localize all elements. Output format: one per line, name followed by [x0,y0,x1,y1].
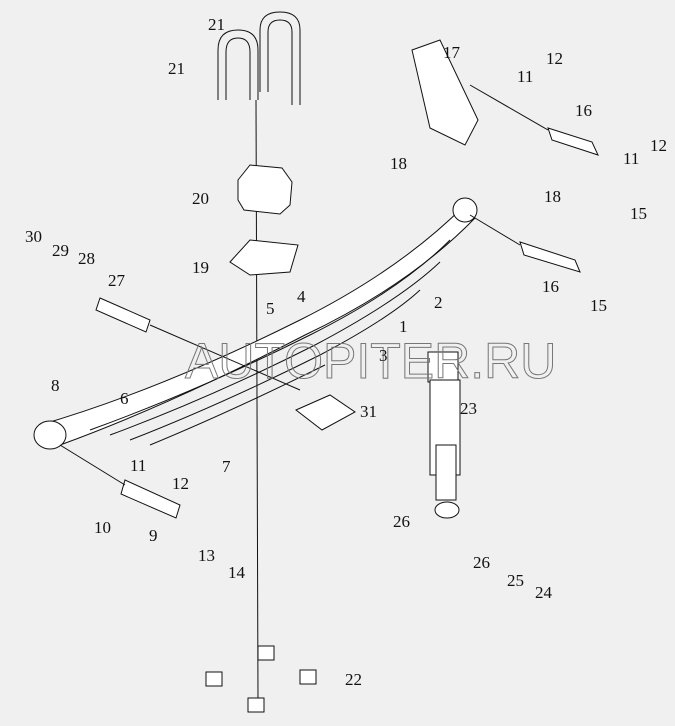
callout-label: 29 [52,241,69,260]
callout-label: 15 [630,204,647,223]
callout-label: 11 [130,456,146,475]
callout-label: 7 [222,457,231,476]
callout-label: 17 [443,43,461,62]
callout-label: 25 [507,571,524,590]
callout-label: 21 [208,15,225,34]
callout-label: 18 [544,187,561,206]
callout-label: 6 [120,389,129,408]
shackle-pin-part [519,241,581,273]
callout-label: 12 [650,136,667,155]
bump-stop-part [237,164,293,215]
callout-label: 13 [198,546,215,565]
callout-label: 16 [542,277,559,296]
callout-label: 5 [266,299,275,318]
shock-absorber-part [427,351,461,519]
callout-label: 14 [228,563,246,582]
shackle-pin-part [547,127,599,156]
callout-label: 22 [345,670,362,689]
callout-label: 19 [192,258,209,277]
callout-label: 12 [172,474,189,493]
nut-part [205,645,317,713]
callout-label: 2 [434,293,443,312]
shackle-part [411,39,479,146]
callout-label: 26 [393,512,410,531]
callout-label: 8 [51,376,60,395]
callout-label: 26 [473,553,490,572]
spring-seat-part [229,239,299,276]
callout-label: 21 [168,59,185,78]
callout-label: 10 [94,518,111,537]
watermark: AUTOPITER.RU [185,333,556,389]
spring-pin-part [95,297,151,333]
callout-label: 9 [149,526,158,545]
callout-label: 11 [623,149,639,168]
callout-label: 27 [108,271,126,290]
callout-label: 16 [575,101,592,120]
callout-label: 12 [546,49,563,68]
callout-label: 11 [517,67,533,86]
callout-label: 23 [460,399,477,418]
callout-label: 15 [590,296,607,315]
callout-label: 31 [360,402,377,421]
wedge-block-part [295,394,356,431]
callout-label: 4 [297,287,306,306]
callout-label: 18 [390,154,407,173]
callout-label: 28 [78,249,95,268]
callout-label: 30 [25,227,42,246]
callout-label: 20 [192,189,209,208]
callout-label: 24 [535,583,553,602]
leaf-spring-part [33,197,478,450]
spring-pin-part [120,479,181,519]
callout-label: 3 [379,346,388,365]
u-bolt-part [217,11,301,105]
callout-label: 1 [399,317,408,336]
